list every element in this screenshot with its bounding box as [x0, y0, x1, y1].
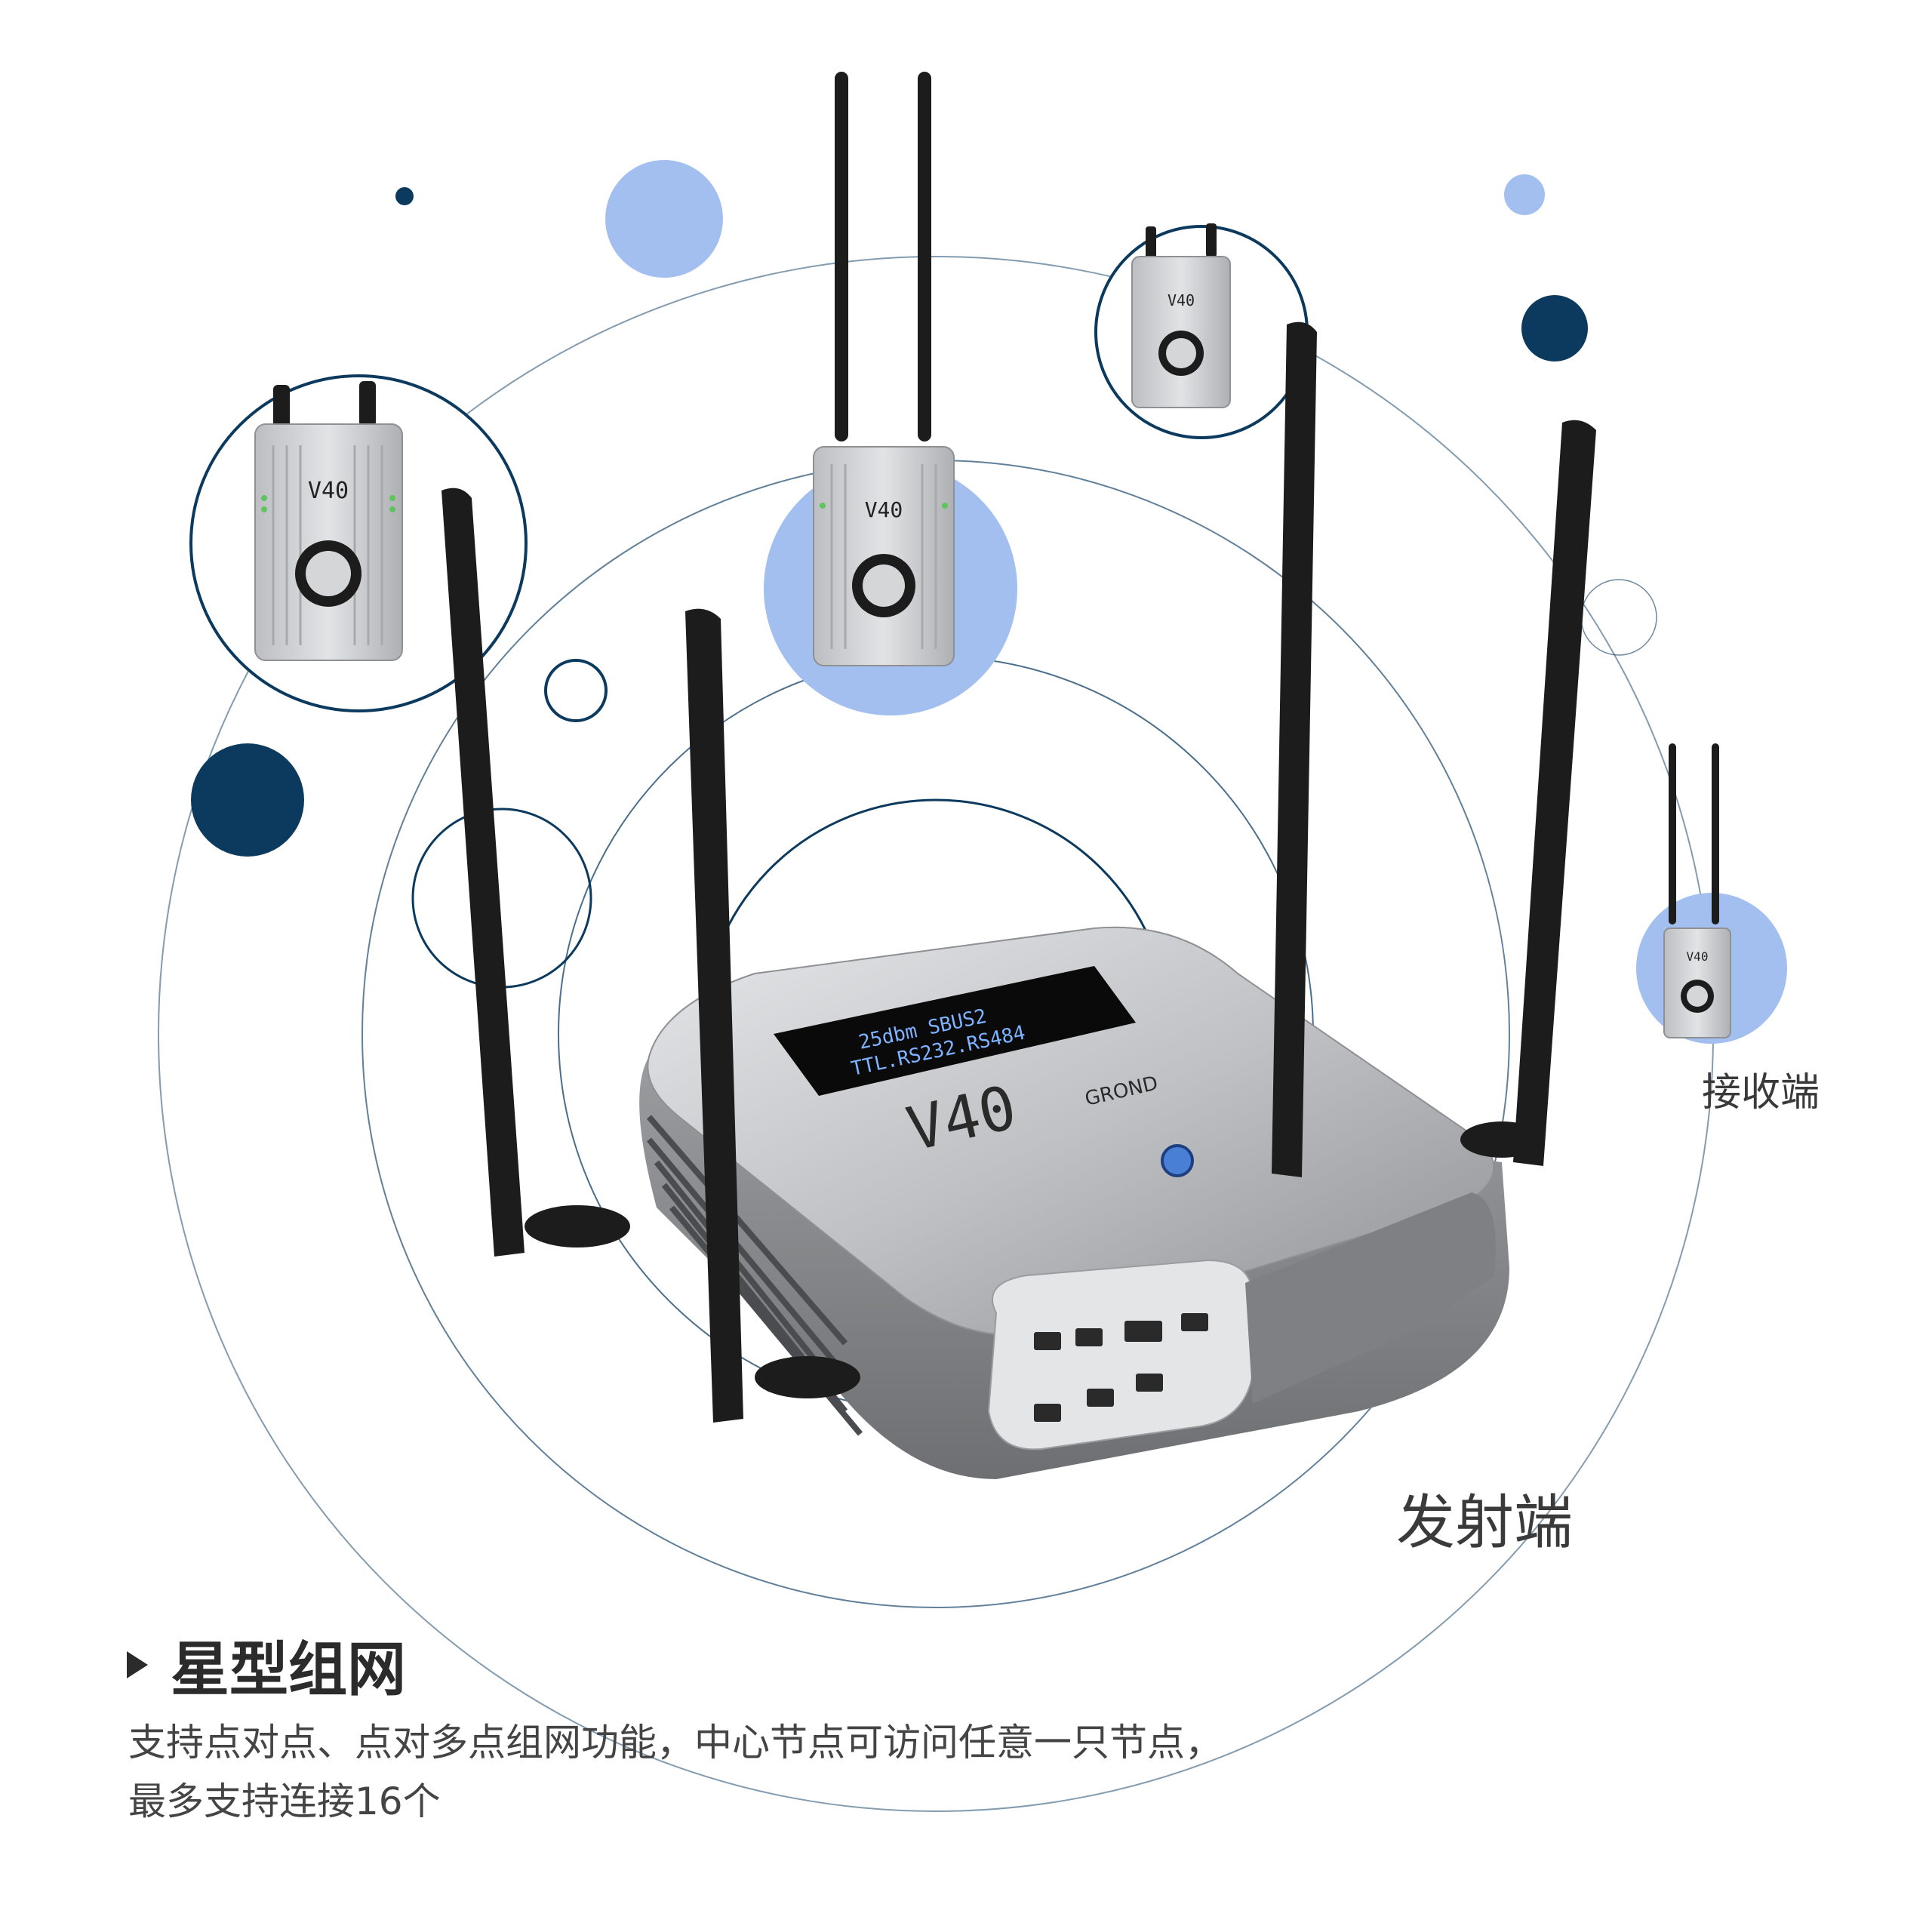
rx-model-label: V40	[308, 478, 349, 504]
svg-text:V40: V40	[865, 497, 903, 522]
transmitter-label: 发射端	[1396, 1489, 1574, 1557]
transmitter-antennas	[441, 321, 1596, 1423]
receiver-node-right: V40	[1094, 223, 1309, 439]
svg-text:V40: V40	[1168, 291, 1195, 309]
transmitter-device: 25dbm SBUS2 TTL.RS232.RS484 V40 GROND	[639, 926, 1510, 1479]
receiver-node-top: V40	[764, 72, 1017, 715]
receiver-node-far-right: V40	[1636, 743, 1787, 1044]
description-line: 最多支持连接16个	[128, 1780, 441, 1823]
receiver-node-left: V40	[189, 374, 528, 712]
power-icon	[1161, 1144, 1194, 1177]
triangle-bullet-icon	[127, 1651, 148, 1678]
description-line: 支持点对点、点对多点组网功能，中心节点可访问任意一只节点，	[128, 1721, 1223, 1764]
section-heading: 星型组网	[127, 1623, 406, 1707]
receiver-label: 接收端	[1702, 1070, 1820, 1115]
svg-text:V40: V40	[1687, 949, 1709, 964]
section-title: 星型组网	[171, 1636, 407, 1704]
section-description: 支持点对点、点对多点组网功能，中心节点可访问任意一只节点， 最多支持连接16个	[128, 1713, 1223, 1831]
